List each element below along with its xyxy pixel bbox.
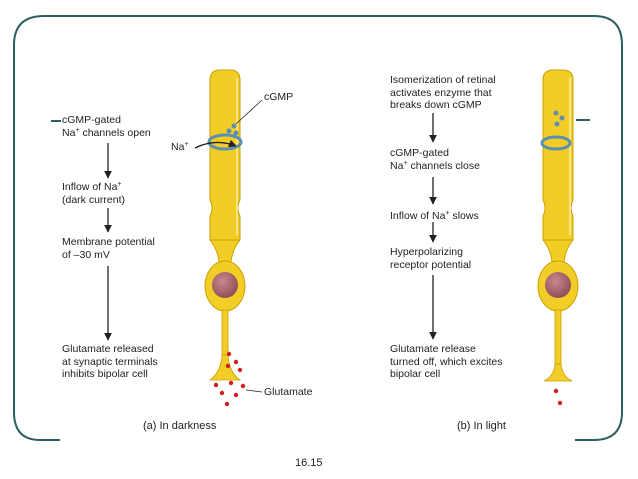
caption-light: (b) In light [457, 420, 506, 432]
step-b2-line1: cGMP-gated [390, 147, 449, 159]
na-label-text: Na [171, 141, 185, 153]
rod-b-cgmp-dot [559, 115, 565, 121]
step-b5-line1: Glutamate release [390, 343, 476, 355]
rod-b-inner-segment [541, 239, 575, 263]
glutamate-dot [219, 390, 225, 396]
glutamate-dot [225, 363, 231, 369]
step-b2-na: Na [390, 159, 404, 172]
step-b5-line3: bipolar cell [390, 368, 441, 380]
step-a2-line2: (dark current) [62, 193, 126, 206]
rod-cell-darkness [194, 69, 263, 407]
glutamate-dot [224, 401, 230, 407]
step-a4-line1: Glutamate released [62, 343, 154, 355]
step-a1-line2: Na+ channels open [62, 127, 151, 140]
glutamate-dot [237, 367, 243, 373]
rod-b-nucleus [545, 272, 571, 298]
step-b4-line2: receptor potential [390, 258, 472, 271]
glutamate-leader-line [245, 389, 263, 393]
cgmp-label: cGMP [264, 91, 294, 103]
step-b1: Isomerization of retinal activates enzym… [390, 74, 496, 112]
step-a2-line1: Inflow of Na+ [62, 181, 125, 194]
glutamate-dots [213, 351, 246, 407]
step-a2-text: Inflow of Na [62, 181, 118, 193]
step-b3-rest: slows [449, 210, 479, 222]
na-label: Na+ [171, 141, 189, 154]
rod-a-cgmp-dot [231, 123, 237, 129]
step-b1-line2: activates enzyme that [390, 86, 492, 99]
glutamate-dot [233, 359, 239, 365]
step-a1-sup: + [75, 126, 80, 134]
step-a3-line2: of –30 mV [62, 248, 110, 261]
glutamate-dot [233, 392, 239, 398]
glutamate-dot [557, 400, 563, 406]
rod-a-na-inflow-arrow [194, 139, 237, 149]
step-b1-line3: breaks down cGMP [390, 99, 482, 111]
cgmp-leader-line [235, 99, 263, 125]
slide-frame-border [13, 15, 623, 441]
glutamate-label: Glutamate [264, 386, 313, 398]
rod-a-axon [221, 309, 229, 356]
rod-cell-light [537, 69, 590, 406]
step-a2: Inflow of Na+ (dark current) [62, 181, 125, 206]
step-b4-line1: Hyperpolarizing [390, 246, 463, 258]
step-a3-line1: Membrane potential [62, 236, 155, 248]
glutamate-dot [213, 382, 219, 388]
rod-a-nucleus [212, 272, 238, 298]
rod-a-cgmp-dot [226, 128, 232, 134]
step-b2-rest: channels close [407, 159, 480, 172]
rod-b-na-channel-closed [540, 135, 572, 151]
rod-a-outer-segment [209, 69, 241, 241]
glutamate-dot [228, 380, 234, 386]
step-b1-line1: Isomerization of retinal [390, 74, 496, 86]
step-a1-na: Na [62, 126, 76, 139]
rod-a-cgmp-dot [233, 130, 239, 136]
step-a4-line2: at synaptic terminals [62, 355, 158, 368]
step-b2-sup: + [403, 159, 408, 167]
rod-b-synaptic-terminal [543, 363, 573, 382]
step-a4: Glutamate released at synaptic terminals… [62, 343, 158, 381]
rod-b-cgmp-dot [554, 121, 560, 127]
glutamate-dot [240, 383, 246, 389]
glutamate-dot [226, 351, 232, 357]
rod-a-na-channel [207, 133, 243, 151]
step-a1-line1: cGMP-gated [62, 114, 121, 126]
step-b3: Inflow of Na+ slows [390, 210, 479, 223]
step-b3-sup: + [445, 210, 450, 217]
step-b4: Hyperpolarizing receptor potential [390, 246, 471, 271]
rod-a-synaptic-terminal [208, 354, 242, 381]
step-a1-rest: channels open [79, 126, 151, 139]
rod-b-outer-segment [542, 69, 574, 241]
caption-darkness: (a) In darkness [143, 420, 217, 432]
step-a1: cGMP-gated Na+ channels open [62, 114, 151, 139]
step-b5-line2: turned off, which excites [390, 355, 503, 368]
step-b2-line2: Na+ channels close [390, 160, 480, 173]
glutamate-dot [553, 388, 559, 394]
rod-a-inner-segment [208, 239, 242, 263]
step-b5: Glutamate release turned off, which exci… [390, 343, 502, 381]
figure-number: 16.15 [295, 457, 323, 469]
step-a3: Membrane potential of –30 mV [62, 236, 155, 261]
step-b2: cGMP-gated Na+ channels close [390, 147, 480, 172]
step-b3-text: Inflow of Na [390, 210, 446, 222]
rod-b-axon [554, 309, 562, 365]
rod-b-cgmp-dot [553, 110, 559, 116]
step-a4-line3: inhibits bipolar cell [62, 368, 148, 380]
step-a2-sup: + [117, 181, 122, 188]
na-label-sup: + [184, 141, 189, 148]
